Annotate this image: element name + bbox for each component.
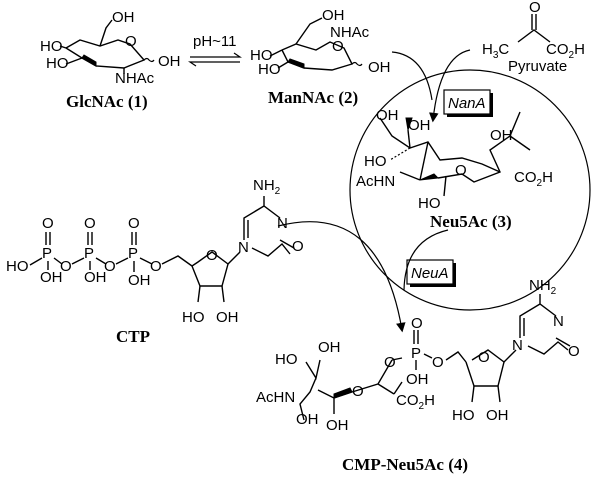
ctp-structure: HO P O OH O P O OH O P O OH O O N N O NH… bbox=[6, 177, 304, 346]
oh-label: OH bbox=[84, 269, 107, 286]
oh-label: OH bbox=[368, 59, 391, 76]
oh-label: OH bbox=[326, 417, 349, 434]
co2h-label: CO2H bbox=[396, 392, 435, 412]
oxygen-label: O bbox=[42, 215, 54, 232]
oh-label: OH bbox=[128, 272, 151, 289]
oh-label: OH bbox=[376, 107, 399, 124]
ring-oxygen-label: O bbox=[478, 349, 490, 366]
oh-label: OH bbox=[322, 7, 345, 24]
compound-name-glcnac: GlcNAc (1) bbox=[66, 92, 148, 111]
co2h-label: CO2H bbox=[514, 169, 553, 189]
nitrogen-label: N bbox=[512, 337, 523, 354]
oh-label: OH bbox=[490, 127, 513, 144]
oxygen-label: O bbox=[292, 238, 304, 255]
ho-label: HO bbox=[40, 38, 63, 55]
achn-label: AcHN bbox=[256, 389, 295, 406]
nh2-label: NH2 bbox=[529, 277, 557, 297]
oh-label: OH bbox=[406, 371, 429, 388]
cmp-neu5ac-structure: HO OH AcHN OH OH O CO2H O O P OH O O N N… bbox=[256, 277, 580, 474]
oh-label: OH bbox=[158, 53, 181, 70]
pyruvate-to-nana-arrow bbox=[429, 49, 471, 123]
nitrogen-label: N bbox=[553, 313, 564, 330]
nh2-label: NH2 bbox=[253, 177, 281, 197]
phosphorus-label: P bbox=[42, 245, 52, 262]
mannac-to-nana-arrow bbox=[391, 51, 433, 101]
oxygen-label: O bbox=[432, 354, 444, 371]
neu5ac-to-neua-arrow bbox=[403, 229, 449, 291]
ho-label: HO bbox=[182, 309, 205, 326]
ho-label: HO bbox=[6, 258, 29, 275]
compound-name-pyruvate: Pyruvate bbox=[508, 58, 567, 75]
oxygen-label: O bbox=[411, 315, 423, 332]
neua-enzyme-box: NeuA bbox=[406, 259, 456, 287]
oh-label: OH bbox=[318, 339, 341, 356]
oxygen-label: O bbox=[84, 215, 96, 232]
compound-name-ctp: CTP bbox=[116, 327, 150, 346]
oxygen-label: O bbox=[128, 215, 140, 232]
nitrogen-label: N bbox=[277, 215, 288, 232]
enzyme-label-neua: NeuA bbox=[411, 265, 449, 282]
oh-label: OH bbox=[112, 9, 135, 26]
oh-label: OH bbox=[486, 407, 509, 424]
oxygen-label: O bbox=[529, 0, 541, 16]
phosphorus-label: P bbox=[84, 245, 94, 262]
oxygen-label: O bbox=[384, 354, 396, 371]
nitrogen-label: N bbox=[238, 239, 249, 256]
co2h-label: CO2H bbox=[546, 41, 585, 61]
oh-label: OH bbox=[408, 117, 431, 134]
oh-label: OH bbox=[296, 411, 319, 428]
glcnac-structure: OH O HO HO NHAc OH GlcNAc (1) bbox=[40, 9, 181, 111]
nhac-label: NHAc bbox=[330, 24, 370, 41]
phosphorus-label: P bbox=[128, 245, 138, 262]
ring-oxygen-label: O bbox=[125, 33, 137, 50]
ctp-to-neua-arrow bbox=[277, 221, 406, 333]
oxygen-label: O bbox=[60, 258, 72, 275]
enzyme-label-nana: NanA bbox=[448, 95, 486, 112]
oxygen-label: O bbox=[150, 258, 162, 275]
ho-label: HO bbox=[250, 47, 273, 64]
ho-label: HO bbox=[275, 351, 298, 368]
reaction-cycle-circle bbox=[349, 69, 591, 311]
achn-label: AcHN bbox=[356, 173, 395, 190]
ring-oxygen-label: O bbox=[455, 162, 467, 179]
compound-name-neu5ac: Neu5Ac (3) bbox=[430, 212, 512, 231]
equilibrium-arrows: pH~11 bbox=[188, 33, 242, 67]
oxygen-label: O bbox=[104, 258, 116, 275]
oxygen-label: O bbox=[568, 343, 580, 360]
nana-enzyme-box: NanA bbox=[443, 89, 493, 117]
condition-label: pH~11 bbox=[193, 33, 237, 50]
ho-label: HO bbox=[452, 407, 475, 424]
ho-label: HO bbox=[258, 61, 281, 78]
phosphorus-label: P bbox=[411, 345, 421, 362]
compound-name-cmp-neu5ac: CMP-Neu5Ac (4) bbox=[342, 455, 468, 474]
ho-label: HO bbox=[46, 55, 69, 72]
nhac-label: NHAc bbox=[115, 70, 155, 87]
pyruvate-structure: O H3C CO2H Pyruvate bbox=[482, 0, 585, 75]
oh-label: OH bbox=[40, 269, 63, 286]
neu5ac-structure: OH OH HO AcHN HO O OH CO2H Neu5Ac (3) bbox=[356, 107, 553, 231]
h3c-label: H3C bbox=[482, 41, 509, 61]
ho-label: HO bbox=[364, 153, 387, 170]
ring-oxygen-label: O bbox=[352, 383, 364, 400]
mannac-structure: OH NHAc O HO HO OH ManNAc (2) bbox=[250, 7, 391, 107]
ho-label: HO bbox=[418, 195, 441, 212]
compound-name-mannac: ManNAc (2) bbox=[268, 88, 358, 107]
ring-oxygen-label: O bbox=[206, 247, 218, 264]
oh-label: OH bbox=[216, 309, 239, 326]
ring-oxygen-label: O bbox=[332, 38, 344, 55]
